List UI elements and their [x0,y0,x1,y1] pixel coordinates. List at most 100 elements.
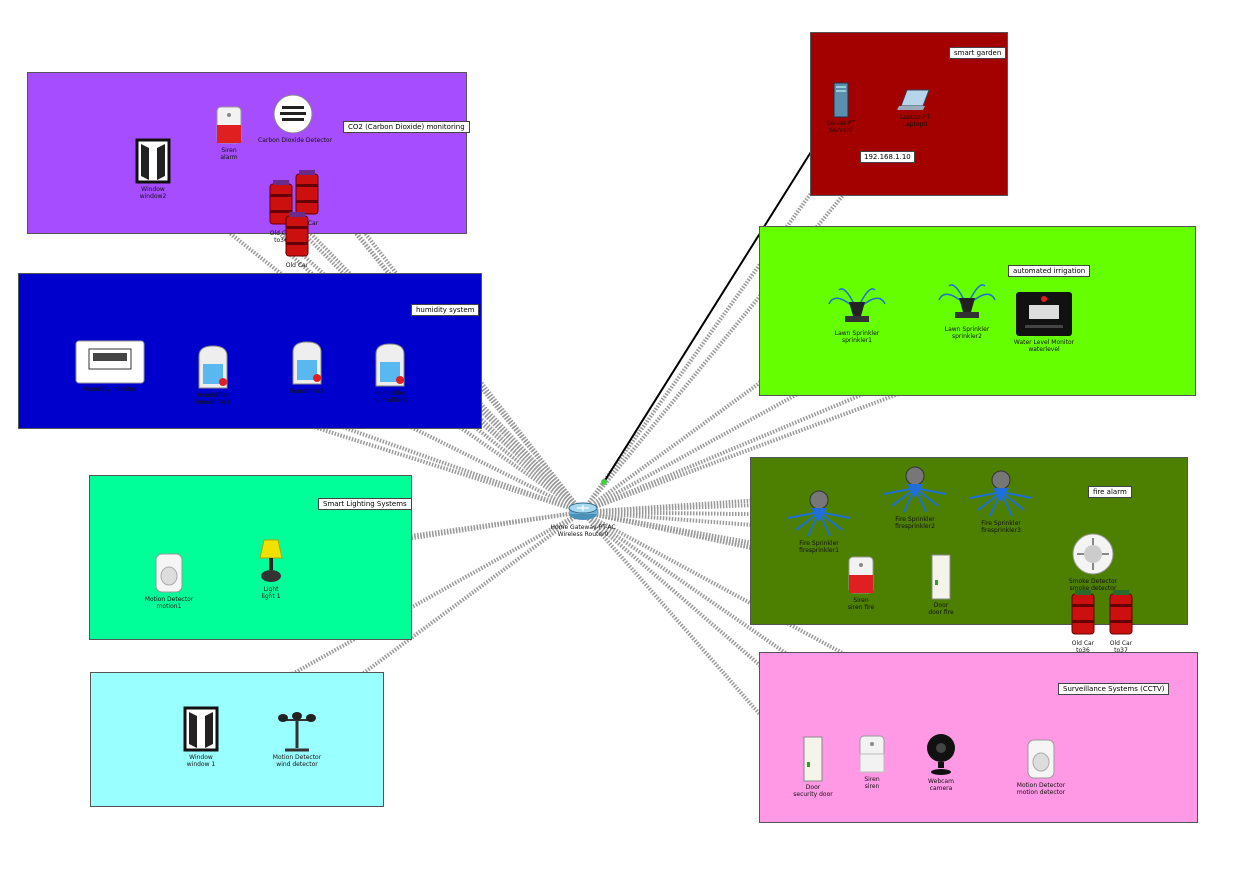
water-level-monitor-icon [1015,291,1073,337]
device-type: Water Level Monitor [1013,339,1075,346]
siren-icon [846,555,876,595]
window-icon [183,706,219,752]
wireless-link [580,510,872,762]
humidifier-icon [370,342,410,388]
device-name: to37 [1114,647,1128,654]
co2-detector-icon [272,93,314,135]
zone-label: CO2 (Carbon Dioxide) monitoring [343,121,470,133]
device-type: Home Gateway-PT-AC [550,524,616,531]
wireless-link [580,510,942,762]
old-car-icon [284,212,310,260]
device-name: Laptop0 [902,121,928,128]
device-name: to36 [1076,647,1090,654]
device-type: Fire Sprinkler [981,520,1021,527]
device-type: Motion Detector [272,754,322,761]
humidity-monitor-device[interactable]: humidity monitor [75,340,145,393]
device-name: Server0 [829,127,853,134]
device-name: alarm [220,154,238,161]
device-type: Window [141,186,165,193]
humidifier2-device[interactable]: humidifier2 [272,340,342,395]
device-name: security door [793,791,833,798]
laptop-icon [897,88,933,112]
zone-wind [90,672,384,807]
zone-surveillance-cctv: Surveillance Systems (CCTV) [759,652,1198,823]
device-type: Siren [853,597,869,604]
old-car-icon [1108,590,1134,638]
wireless-link [580,510,802,762]
old-car-icon [294,170,320,218]
co2-detector-device[interactable]: Carbon Dioxide Detector [258,93,332,144]
device-name: motion1 [156,603,182,610]
device-type: Humidifier [374,390,406,397]
device-type: Lawn Sprinkler [834,330,880,337]
zone-label: Smart Lighting Systems [318,498,412,510]
device-type: Fire Sprinkler [799,540,839,547]
motion-detector-icon [1026,738,1056,780]
device-name: window2 [139,193,167,200]
device-name: firesprinkler1 [799,547,839,554]
door-icon [931,554,951,600]
device-name: door fire [928,609,954,616]
siren-icon [857,734,887,774]
door-icon [803,736,823,782]
zone-label: smart garden [949,47,1007,59]
anemometer-icon [277,708,317,752]
webcam-icon [925,732,957,776]
device-type: Window [189,754,213,761]
device-type: Motion Detector [1016,782,1066,789]
device-type: Old Car [1071,640,1095,647]
humidifier-icon [193,344,233,390]
device-type: Smoke Detector [1068,578,1118,585]
device-name: siren fire [847,604,875,611]
device-type: Laptop-PT [899,114,931,121]
device-name: to36 [274,237,288,244]
device-type: Old Car [285,262,309,269]
co2-old-car-3[interactable]: Old Car [262,212,332,269]
device-type: Door [805,784,821,791]
device-name: window 1 [186,761,216,768]
wired-link [603,127,827,483]
zone-label: fire alarm [1088,486,1132,498]
zone-label: Surveillance Systems (CCTV) [1058,683,1170,695]
device-name: motion detector [1016,789,1066,796]
fire-sprinkler-icon [786,490,852,538]
router-icon [567,500,599,522]
lawn-sprinkler-icon [825,282,889,328]
fire-sprinkler-icon [968,470,1034,518]
device-type: Server-PT [826,120,856,127]
device-name: smoke detector [1069,585,1117,592]
device-name: humidifier2 [289,388,325,395]
humidifier-icon [287,340,327,386]
smoke-detector-icon [1071,532,1115,576]
device-type: Old Car [269,230,293,237]
device-name: humidifier1 [195,399,231,406]
device-name: siren [864,783,880,790]
